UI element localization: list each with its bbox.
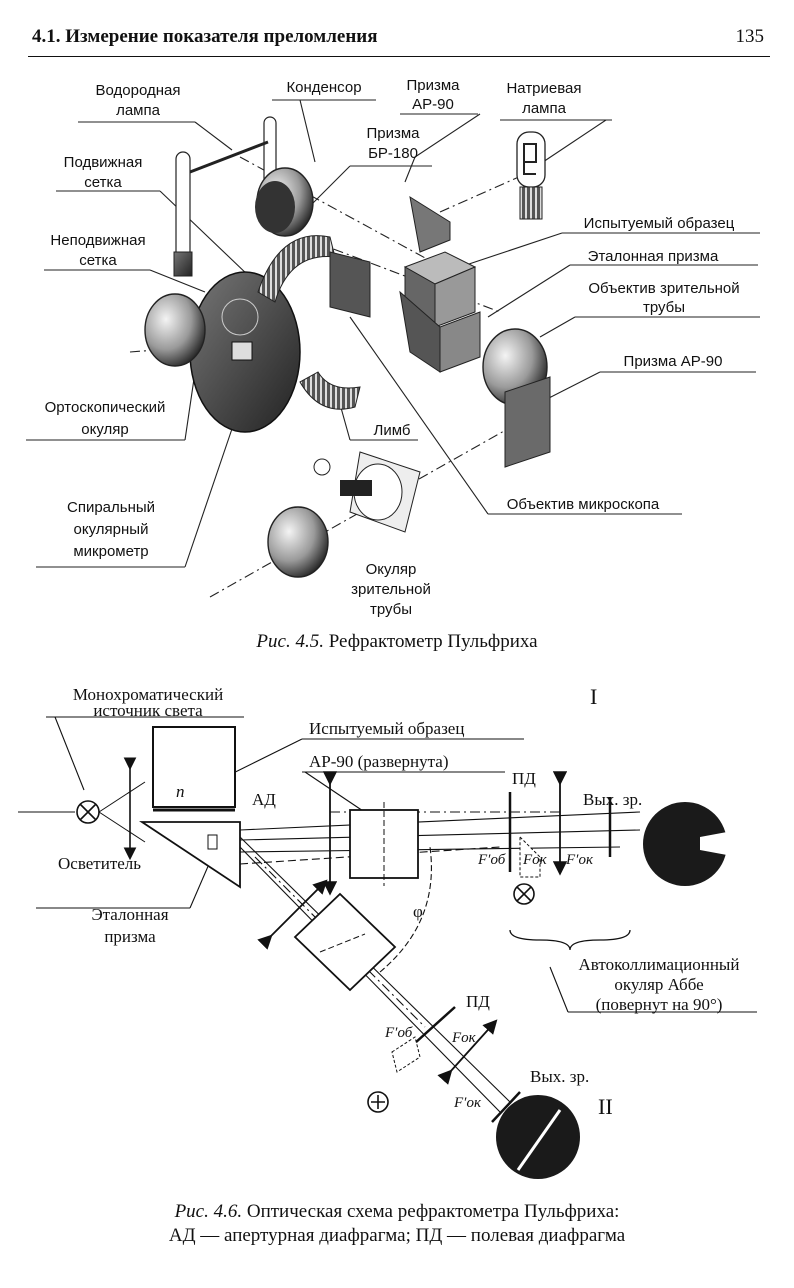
label-microscope-objective: Объектив микроскопа: [507, 496, 660, 513]
orthoscopic-eyepiece-lens: [144, 293, 206, 367]
caption-figure-4-6: Рис. 4.6. Оптическая схема рефрактометра…: [0, 1200, 794, 1248]
caption-text: Рефрактометр Пульфриха: [328, 631, 538, 652]
label-prism-ar90-right: Призма АР-90: [624, 353, 723, 370]
objective-lens-diag: [257, 879, 328, 950]
label-roman-two: II: [598, 1094, 613, 1119]
microscope-objective: [313, 451, 421, 533]
page-number: 135: [735, 26, 765, 47]
condenser-lens: [255, 167, 314, 237]
label-f-ok-bottom: Fок: [451, 1030, 477, 1046]
label-phi: φ: [413, 902, 423, 921]
caption-line2: АД — апертурная диафрагма; ПД — полевая …: [168, 1225, 626, 1246]
prism-ar90-top: [409, 195, 451, 253]
header-rule: [28, 56, 770, 57]
test-sample-block: [152, 726, 236, 808]
caption-number-4-6: Рис. 4.6.: [174, 1201, 243, 1222]
caption-number: Рис. 4.5.: [256, 631, 324, 652]
label-test-sample: Испытуемый образец: [309, 719, 464, 738]
section-title: 4.1. Измерение показателя преломления: [32, 26, 378, 47]
label-exit-pupil-top: Вых. зр.: [583, 790, 642, 809]
prism-ar90-right: [504, 376, 551, 468]
leader-lines: [26, 99, 760, 568]
label-ar90-unfolded: АР-90 (развернута): [309, 752, 448, 771]
caption-line1: Оптическая схема рефрактометра Пульфриха…: [246, 1201, 620, 1222]
label-f-ok-prime-top: F′ок: [565, 852, 594, 868]
prism-br180: [329, 251, 371, 318]
label-ad: АД: [252, 790, 276, 809]
label-illuminator: Осветитель: [58, 854, 141, 873]
exit-pupil-view-2: [496, 1095, 580, 1179]
label-condenser: Конденсор: [286, 79, 361, 96]
hydrogen-lamp: [173, 116, 277, 277]
exit-pupil-view-1: [643, 802, 727, 886]
sample-and-reference-prism: [399, 251, 481, 373]
label-f-ok-top: Fок: [522, 852, 548, 868]
label-f-ob-bottom: F′об: [384, 1025, 413, 1041]
label-pd-bottom: ПД: [466, 992, 490, 1011]
sodium-lamp: [516, 131, 546, 220]
label-exit-pupil-bottom: Вых. зр.: [530, 1067, 589, 1086]
label-reference-prism: Эталонная призма: [588, 248, 719, 265]
reference-prism: [139, 821, 241, 889]
mono-light-source: [18, 757, 146, 861]
label-roman-one: I: [590, 684, 597, 709]
ar90-diag-block: [293, 892, 397, 992]
label-f-ob-top: F′об: [477, 852, 506, 868]
limb-arc: [257, 235, 336, 303]
label-n: n: [176, 782, 185, 801]
label-pd-top: ПД: [512, 769, 536, 788]
caption-figure-4-5: Рис. 4.5. Рефрактометр Пульфриха: [0, 630, 794, 654]
label-f-ok-prime-bottom: F′ок: [453, 1095, 482, 1111]
label-limb: Лимб: [374, 422, 411, 439]
label-test-sample: Испытуемый образец: [584, 215, 735, 232]
micrometer-disk: [189, 271, 301, 433]
leader-lines-4-6: [36, 716, 757, 1013]
telescope-eyepiece-lens: [267, 506, 329, 578]
